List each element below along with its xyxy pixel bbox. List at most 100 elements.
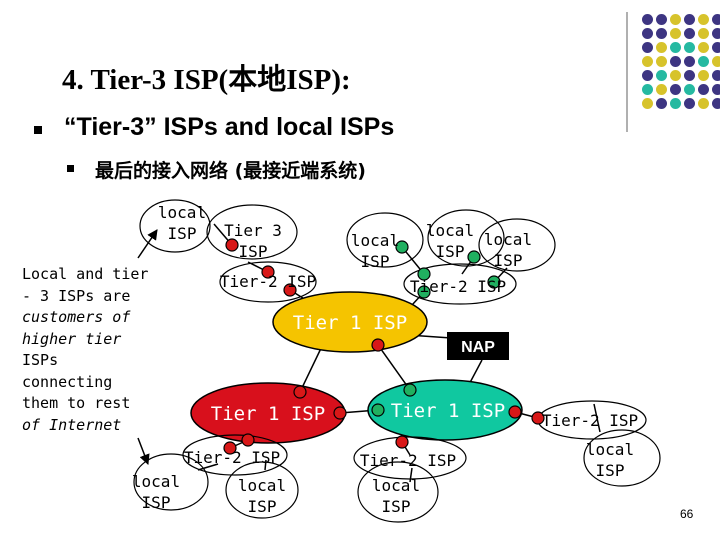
note-line: them to rest [22,394,131,412]
label-tier1-isp: Tier 1 ISP [391,400,505,422]
label-tier1-isp: Tier 1 ISP [293,312,407,334]
decor-dot [698,84,709,95]
note-line: higher tier [22,329,122,348]
router-node [508,405,522,419]
decor-dot [642,28,653,39]
decor-dot [712,28,720,39]
router-node [417,267,431,281]
label-tier2-isp: Tier-2 ISP [410,277,506,296]
decor-dot [670,56,681,67]
label-tier2-isp: Tier-2 ISP [184,448,280,467]
router-node [241,433,255,447]
decor-dot [684,56,695,67]
customers-note: Local and tier - 3 ISPs are customers of… [22,264,152,436]
decor-dot [698,42,709,53]
decor-dot [698,28,709,39]
label-isp: ISP [596,461,625,480]
nap-box [447,332,509,360]
decor-dot [656,28,667,39]
page-title: 4. Tier-3 ISP(本地ISP): [62,64,351,96]
label-isp: ISP [168,224,197,243]
decor-dot [642,98,653,109]
label-isp: ISP [436,242,465,261]
decor-dot [656,98,667,109]
label-local: local [426,221,474,240]
decor-dot [656,84,667,95]
note-line: of Internet [22,415,122,434]
decor-dot [712,42,720,53]
decor-dot [670,42,681,53]
label-tier1-isp: Tier 1 ISP [211,403,325,425]
decor-dot [684,70,695,81]
diagram-labels: local ISP Tier 3 ISP local ISP local ISP… [132,203,638,516]
router-node [261,265,275,279]
label-tier2-isp: Tier-2 ISP [360,451,456,470]
decor-dot [684,28,695,39]
label-isp: ISP [382,497,411,516]
decor-dot [670,14,681,25]
decor-dot [642,14,653,25]
label-isp: ISP [142,493,171,512]
router-node [225,238,239,252]
decor-dot [656,70,667,81]
decor-dot [684,14,695,25]
label-nap: NAP [461,339,495,356]
router-node [283,283,297,297]
decor-dot [684,42,695,53]
label-local: local [484,230,532,249]
decor-dot [642,56,653,67]
tier1-isp-gold [272,291,428,353]
decor-dot [642,70,653,81]
label-isp: ISP [494,251,523,270]
note-line: ISPs [22,351,59,369]
router-node [223,441,237,455]
decor-dot [698,98,709,109]
router-node [395,240,409,254]
decor-dot [712,98,720,109]
decor-dot [670,84,681,95]
label-local: local [351,231,399,250]
decor-dot [712,56,720,67]
decor-dot [656,56,667,67]
router-node [371,338,385,352]
router-node [467,250,481,264]
decor-dot [670,98,681,109]
router-node [487,275,501,289]
note-line: Local and tier [22,265,149,283]
decor-dot [712,14,720,25]
bullet-marker-sub [67,165,74,172]
decor-dot [698,56,709,67]
router-node [293,385,307,399]
decor-dot [712,84,720,95]
router-node [371,403,385,417]
decor-dot [656,14,667,25]
label-tier2-isp: Tier-2 ISP [220,272,316,291]
tier1-labels: Tier 1 ISP Tier 1 ISP Tier 1 ISP [211,312,505,425]
note-line: connecting [22,372,113,391]
note-line: - 3 ISPs are [22,286,131,305]
router-node [403,383,417,397]
label-local: local [158,203,206,222]
decor-dot [684,98,695,109]
decor-dot [642,84,653,95]
router-node [395,435,409,449]
decor-dot [670,70,681,81]
page-number: 66 [680,507,694,521]
bullet-level2: 最后的接入网络 (最接近端系统) [95,160,366,182]
label-isp: ISP [239,242,268,261]
decor-dot [712,70,720,81]
decor-dot [642,42,653,53]
note-arrows [137,229,158,465]
router-node [531,411,545,425]
label-isp: ISP [361,252,390,271]
label-isp: ISP [248,497,277,516]
label-local: local [132,472,180,491]
decor-dot [670,28,681,39]
decor-dot [656,42,667,53]
routers [223,238,545,455]
decor-divider [626,12,628,132]
label-local: local [238,476,286,495]
label-local: local [586,440,634,459]
note-line: customers of [22,308,131,326]
